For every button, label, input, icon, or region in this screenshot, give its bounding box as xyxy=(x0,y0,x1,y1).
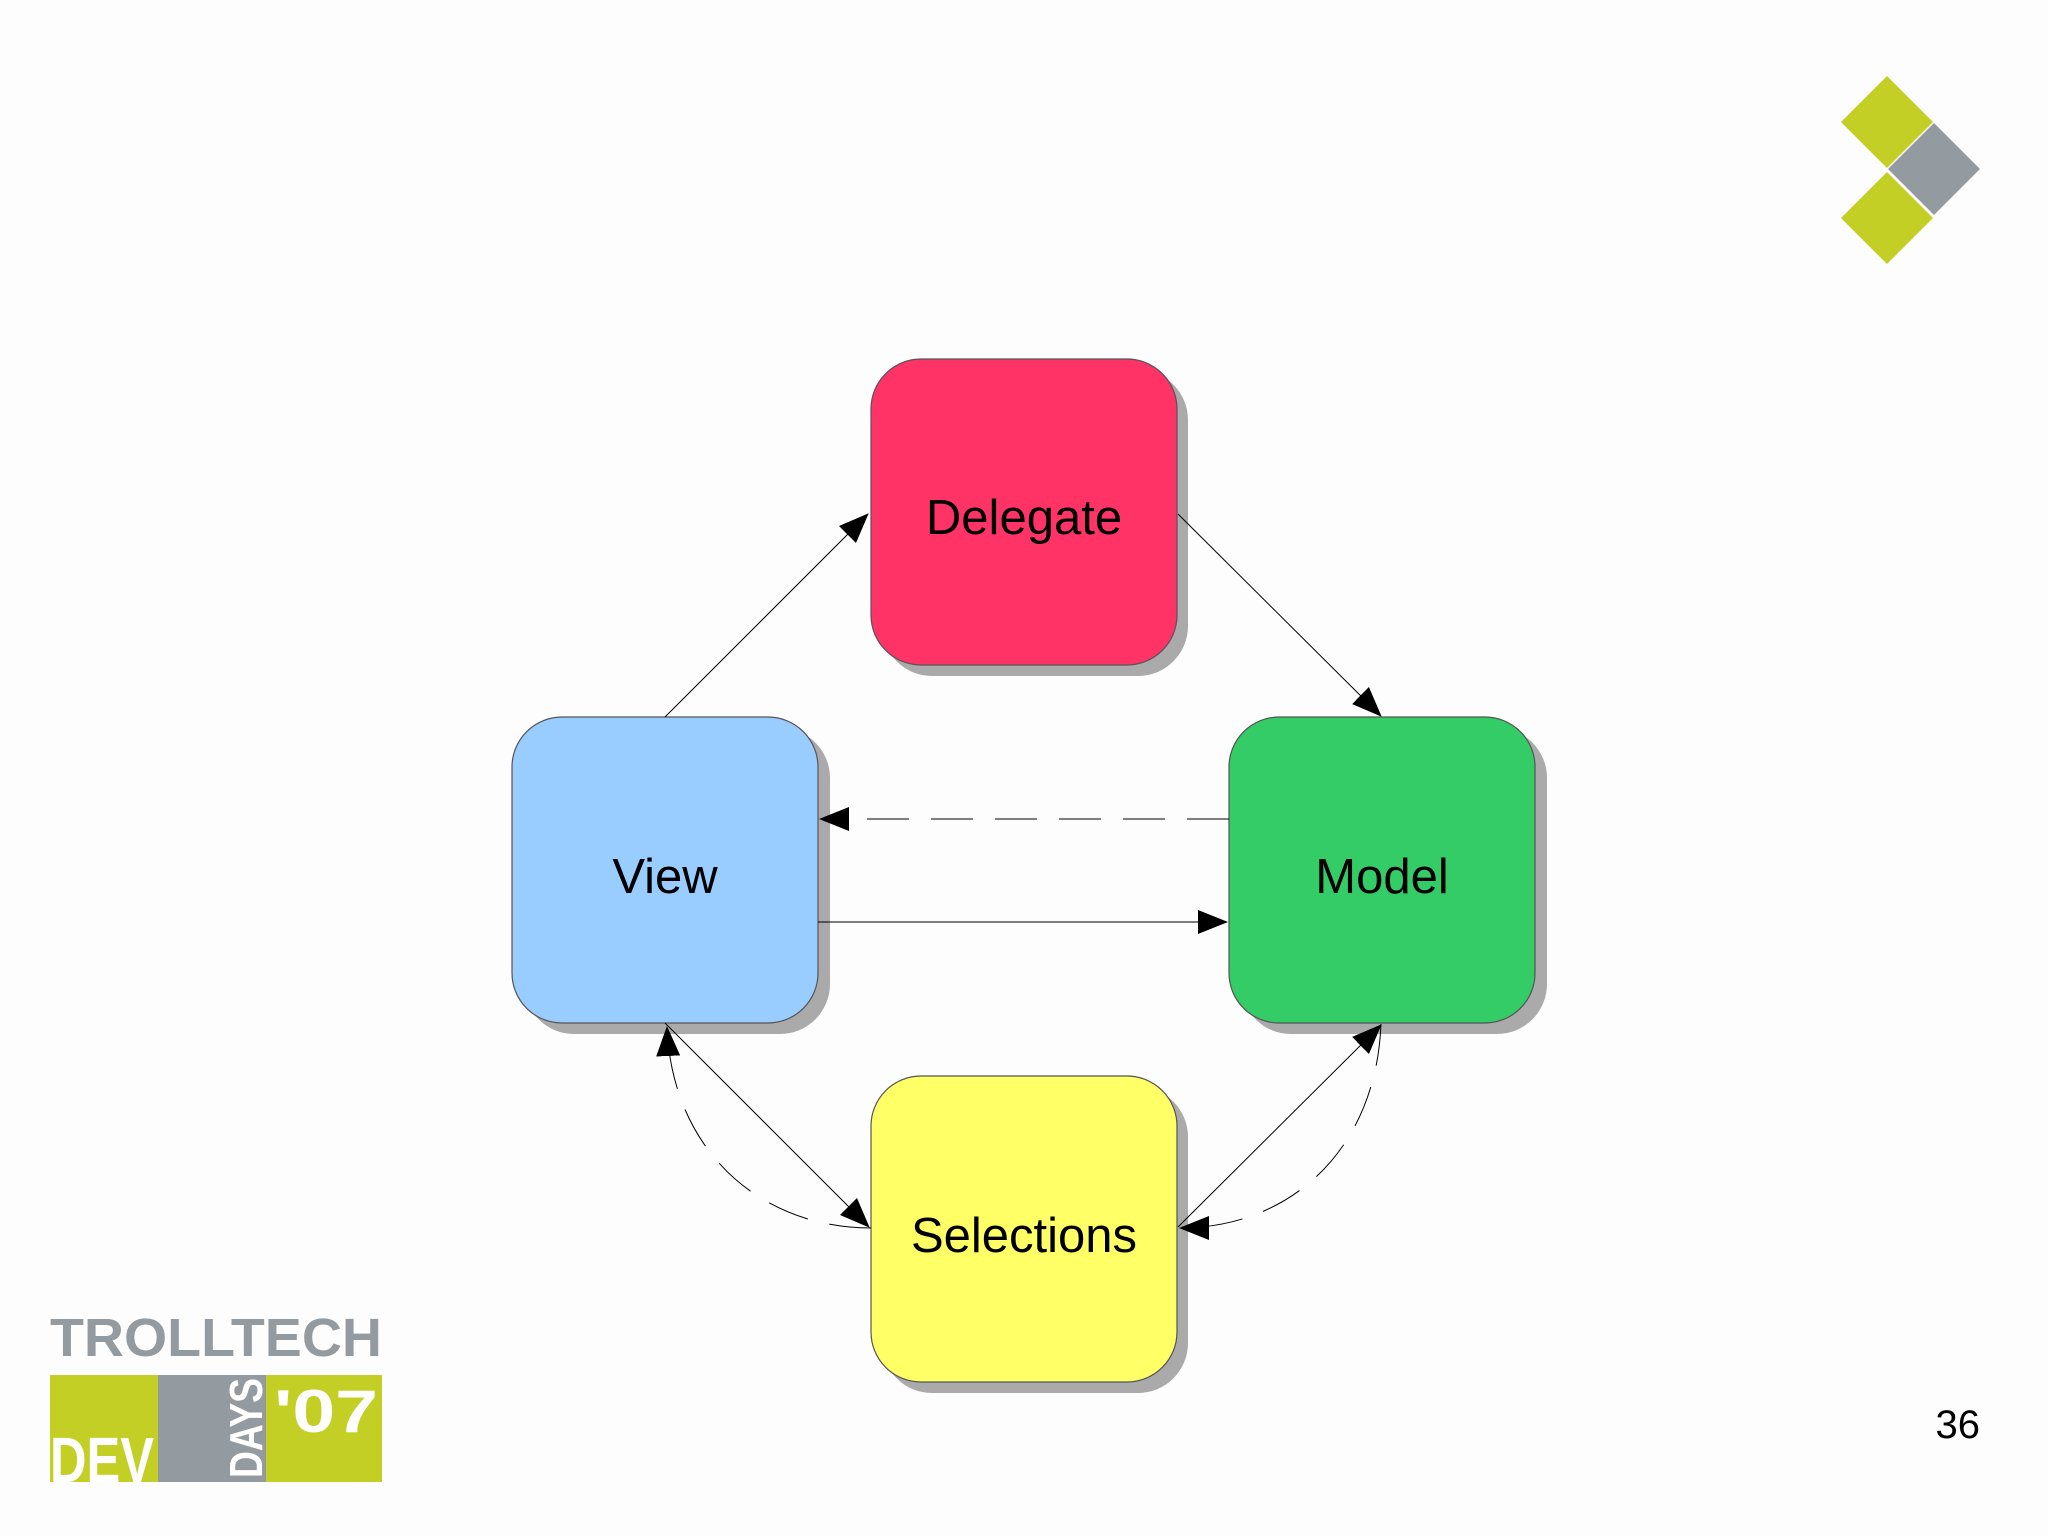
event-text-days: DAYS xyxy=(220,1378,272,1478)
edge-delegate-to-model xyxy=(1177,513,1382,717)
logo-green-block-left xyxy=(50,1375,158,1482)
node-delegate-label: Delegate xyxy=(926,491,1122,545)
node-selections-label: Selections xyxy=(911,1209,1137,1263)
event-text-dev: DEV xyxy=(50,1424,154,1490)
node-model: Model xyxy=(1228,716,1536,1024)
top-green-diamond xyxy=(1841,76,1933,168)
event-text-year: '07 xyxy=(274,1378,378,1445)
diagram-edges xyxy=(656,513,1382,1240)
bottom-green-diamond xyxy=(1841,172,1933,264)
logo-gray-block xyxy=(158,1375,266,1482)
edge-view-to-delegate xyxy=(664,513,869,718)
logo-green-block-right xyxy=(266,1375,382,1482)
node-view-label: View xyxy=(612,850,718,904)
node-delegate: Delegate xyxy=(870,358,1178,666)
edge-model-to-selections-dashed xyxy=(1179,1023,1382,1240)
edge-selections-to-view-dashed xyxy=(656,1026,872,1229)
node-view: View xyxy=(511,716,819,1024)
corner-diamond-logo xyxy=(1841,76,1980,264)
gray-diamond xyxy=(1888,123,1980,215)
page-number: 36 xyxy=(1935,1403,1981,1447)
edge-selections-to-model xyxy=(1177,1024,1382,1228)
node-model-label: Model xyxy=(1315,850,1448,904)
trolltech-devdays-logo: TROLLTECH DEV DAYS '07 xyxy=(50,1308,382,1490)
node-selections: Selections xyxy=(870,1075,1178,1383)
edge-view-to-selections xyxy=(664,1022,870,1228)
brand-text: TROLLTECH xyxy=(50,1308,382,1368)
